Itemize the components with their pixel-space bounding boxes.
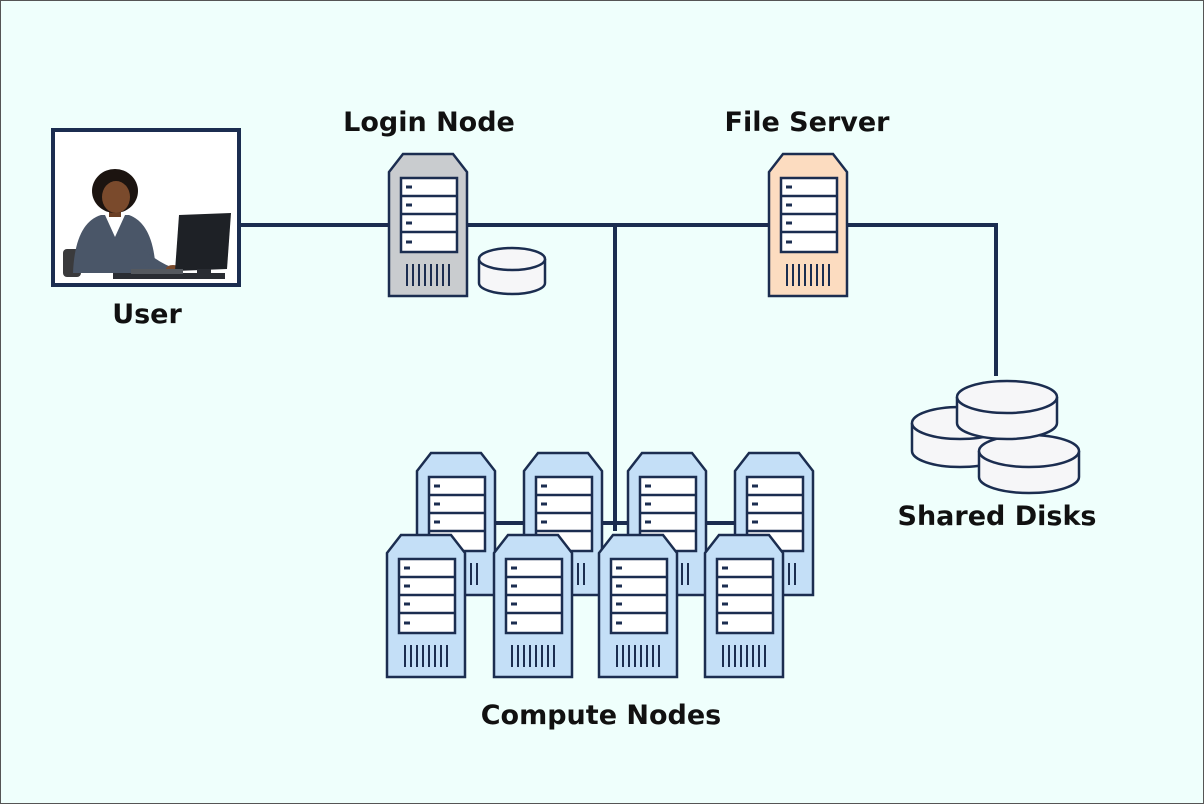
login-node-server-icon	[387, 152, 469, 298]
shared-disks-label: Shared Disks	[897, 501, 1097, 532]
file-server-label: File Server	[724, 107, 890, 138]
compute-nodes-icon	[385, 451, 815, 679]
user-label: User	[112, 299, 182, 330]
compute-node-icon	[597, 533, 679, 679]
file-server-icon	[767, 152, 849, 298]
disk-icon	[955, 379, 1059, 441]
shared-disks-icon	[910, 379, 1081, 495]
compute-node-icon	[385, 533, 467, 679]
compute-node-icon	[703, 533, 785, 679]
compute-nodes-label: Compute Nodes	[480, 700, 722, 731]
login-node-label: Login Node	[343, 107, 515, 138]
shared-disks-link	[847, 223, 998, 376]
user-icon	[51, 128, 241, 287]
disk-icon	[977, 433, 1081, 495]
compute-node-icon	[492, 533, 574, 679]
login-node-disk-icon	[477, 246, 547, 296]
